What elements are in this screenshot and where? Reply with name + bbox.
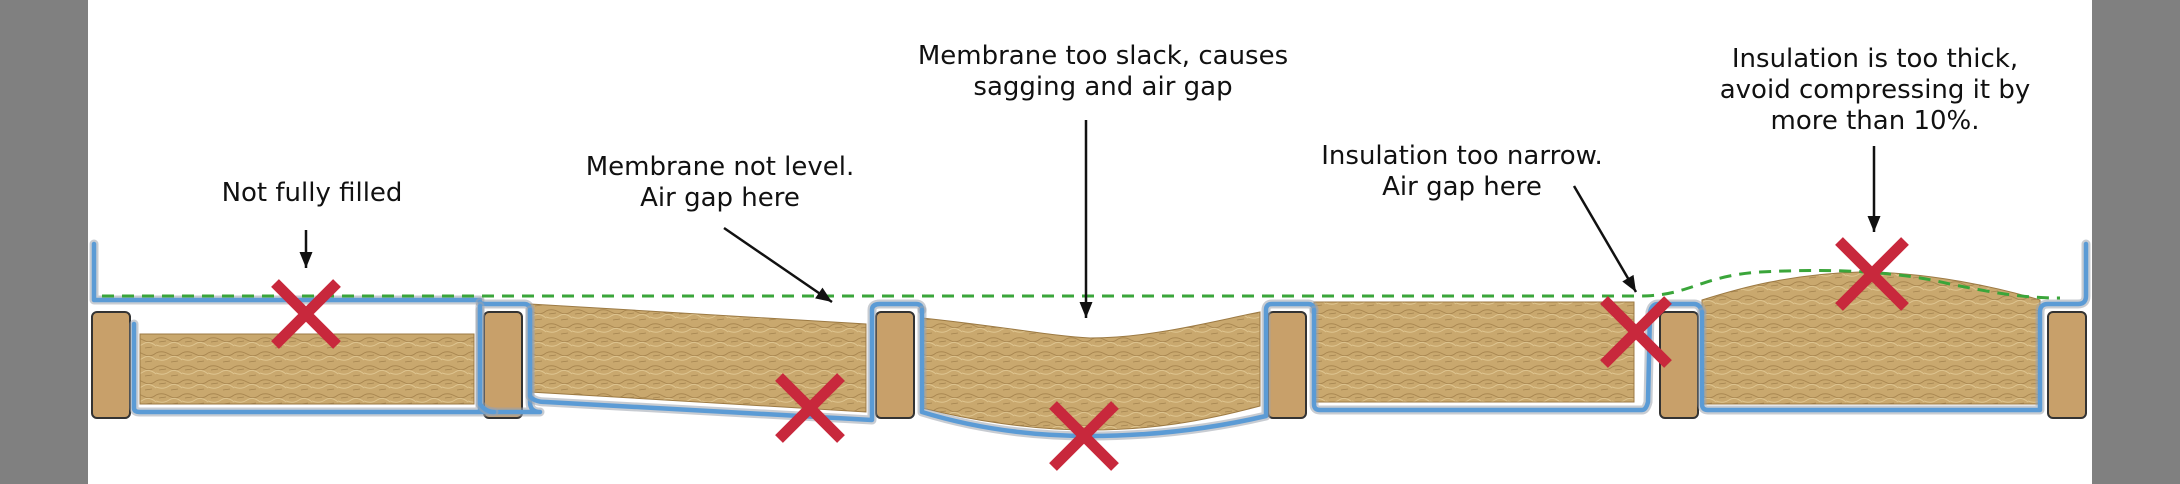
- target-level-line: [102, 269, 2061, 300]
- membrane: [527, 301, 925, 423]
- callout-line: Insulation too narrow.: [1321, 141, 1603, 171]
- joist: [483, 311, 523, 419]
- red-cross-icon: [1600, 296, 1672, 368]
- callout-line: more than 10%.: [1770, 106, 1980, 136]
- callout-membrane-too-slack: Membrane too slack, causes sagging and a…: [918, 41, 1288, 103]
- insulation-batt: [139, 333, 475, 405]
- callout-line: Air gap here: [1382, 172, 1542, 202]
- red-cross-icon: [1835, 237, 1909, 311]
- callout-line: avoid compressing it by: [1719, 75, 2031, 105]
- arrowhead-icon: [1622, 274, 1636, 292]
- callout-line: Not fully filled: [221, 178, 403, 208]
- red-cross-icon: [271, 279, 341, 349]
- membrane: [919, 301, 1317, 439]
- callout-arrows: [299, 120, 1881, 318]
- joist: [2047, 311, 2087, 419]
- callout-line: Membrane too slack, causes: [917, 41, 1289, 71]
- callout-line: Membrane not level.: [585, 152, 855, 182]
- callout-insulation-too-narrow: Insulation too narrow. Air gap here: [1321, 141, 1602, 203]
- joist: [91, 311, 131, 419]
- callout-line: Insulation is too thick,: [1731, 44, 2019, 74]
- membrane: [1311, 301, 1705, 413]
- arrow-icon: [723, 226, 833, 304]
- error-marks: [271, 237, 1909, 471]
- arrow-icon: [1572, 185, 1638, 293]
- membranes: [89, 239, 2091, 441]
- red-cross-icon: [1049, 401, 1119, 471]
- callout-line: sagging and air gap: [973, 72, 1233, 102]
- insulation-batt: [921, 311, 1261, 431]
- joist: [1267, 311, 1307, 419]
- membrane: [1699, 241, 2089, 413]
- membrane: [91, 241, 483, 303]
- arrowhead-icon: [1079, 302, 1093, 318]
- callout-not-fully-filled: Not fully filled: [222, 178, 403, 209]
- insulation-batt: [1313, 301, 1635, 403]
- callout-membrane-not-level: Membrane not level. Air gap here: [586, 152, 855, 214]
- membrane: [477, 303, 497, 415]
- arrowhead-icon: [815, 287, 832, 302]
- red-cross-icon: [775, 373, 845, 443]
- callout-insulation-too-thick: Insulation is too thick, avoid compressi…: [1720, 44, 2031, 137]
- arrowhead-icon: [299, 252, 313, 268]
- callout-line: Air gap here: [640, 183, 800, 213]
- joist: [875, 311, 915, 419]
- arrowhead-icon: [1867, 216, 1881, 232]
- insulation-batts: [139, 271, 2041, 431]
